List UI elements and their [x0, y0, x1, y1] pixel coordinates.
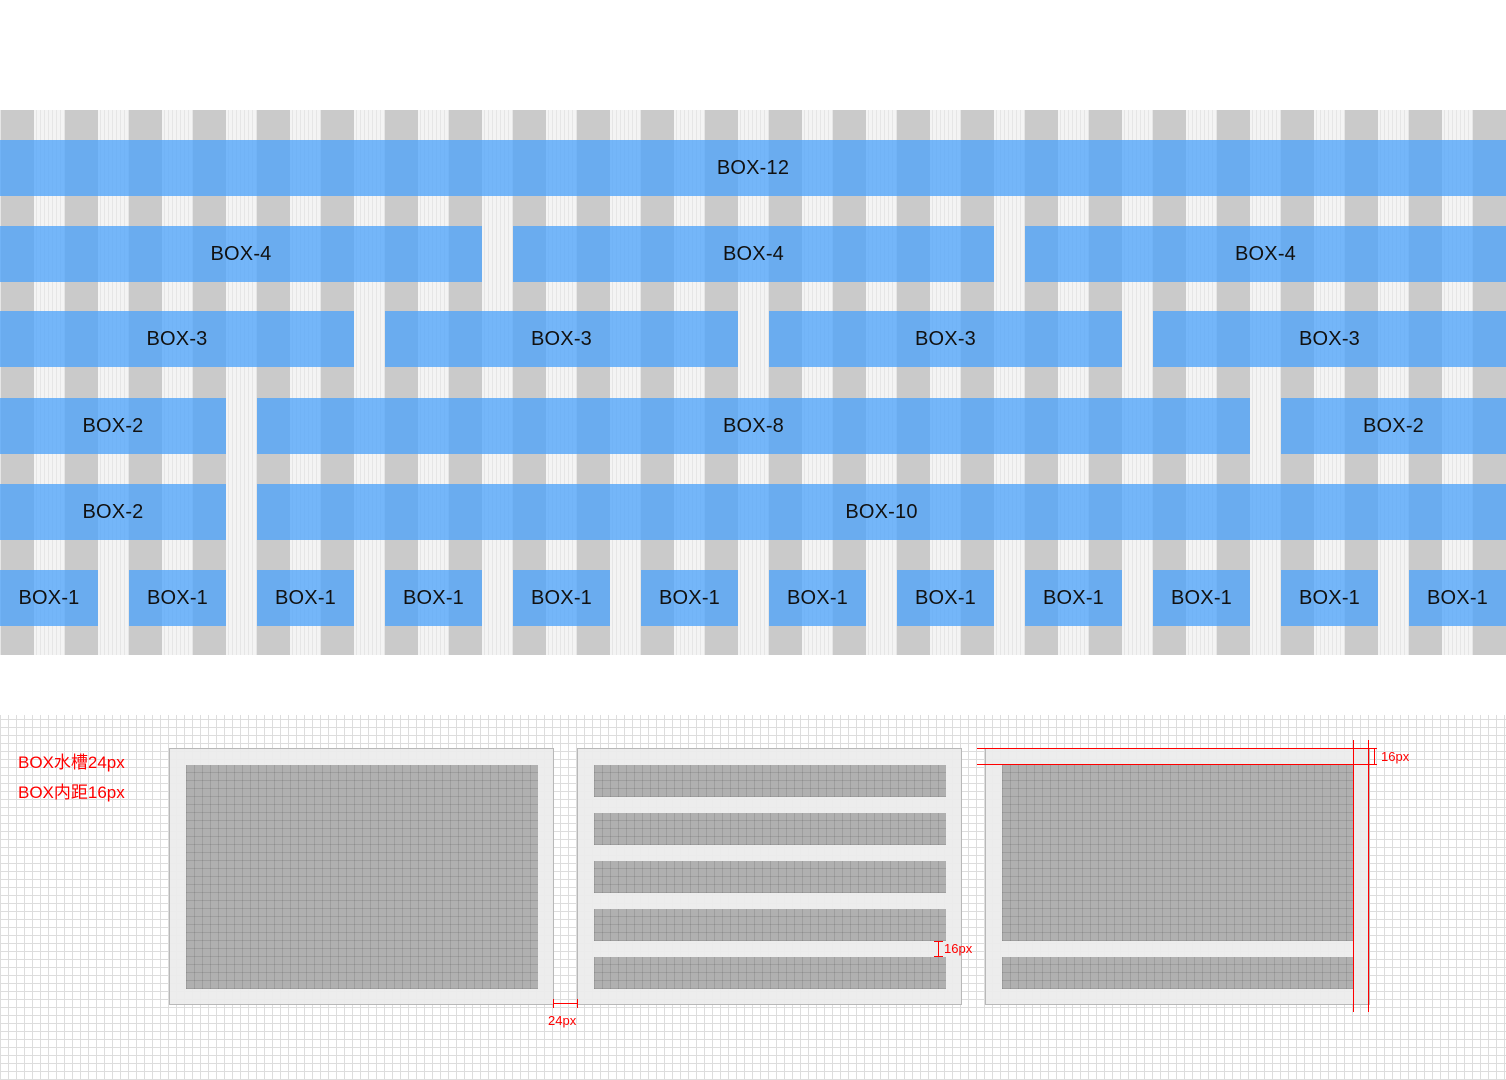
box-1: BOX-1 — [129, 570, 226, 626]
box-4: BOX-4 — [513, 226, 994, 282]
padding-guide-top — [977, 748, 1377, 749]
box-1: BOX-1 — [513, 570, 610, 626]
gutter-label: BOX水槽24px — [18, 753, 125, 772]
gutter-dim-label: 24px — [548, 1013, 577, 1028]
gap-dim-line — [938, 941, 939, 957]
grid-column — [577, 110, 610, 655]
gap-dim-tick — [934, 956, 943, 957]
box-3: BOX-3 — [769, 311, 1122, 367]
grid-column — [1153, 110, 1186, 655]
box-1: BOX-1 — [385, 570, 482, 626]
grid-column — [1217, 110, 1250, 655]
box-3: BOX-3 — [1153, 311, 1506, 367]
example-panel-single — [169, 748, 554, 1005]
grid-column — [449, 110, 482, 655]
padding-dim-label: 16px — [1381, 749, 1410, 764]
box-2: BOX-2 — [1281, 398, 1506, 454]
box-1: BOX-1 — [1409, 570, 1506, 626]
grid-diagram: BOX-12 BOX-4 BOX-4 BOX-4 BOX-3 BOX-3 BOX… — [0, 110, 1506, 655]
grid-column — [321, 110, 354, 655]
content-row — [594, 861, 946, 893]
content-block — [1002, 765, 1354, 941]
box-1: BOX-1 — [1025, 570, 1122, 626]
box-4: BOX-4 — [0, 226, 482, 282]
grid-column — [1281, 110, 1314, 655]
grid-column — [513, 110, 546, 655]
box-2: BOX-2 — [0, 398, 226, 454]
box-1: BOX-1 — [0, 570, 98, 626]
grid-column — [1345, 110, 1378, 655]
box-1: BOX-1 — [897, 570, 994, 626]
box-3: BOX-3 — [385, 311, 738, 367]
grid-column — [897, 110, 930, 655]
example-panel-split — [985, 748, 1370, 1005]
grid-column — [769, 110, 802, 655]
grid-column — [833, 110, 866, 655]
grid-column — [129, 110, 162, 655]
padding-label: BOX内距16px — [18, 783, 125, 802]
box-1: BOX-1 — [641, 570, 738, 626]
content-row — [594, 813, 946, 845]
box-3: BOX-3 — [0, 311, 354, 367]
spacing-spec: BOX水槽24px BOX内距16px 24px 16px 16px — [0, 715, 1506, 1080]
padding-dim-tick — [1374, 748, 1375, 765]
grid-column — [961, 110, 994, 655]
box-12: BOX-12 — [0, 140, 1506, 196]
content-row — [594, 765, 946, 797]
content-block — [1002, 957, 1354, 989]
grid-column — [1089, 110, 1122, 655]
content-row — [594, 909, 946, 941]
box-1: BOX-1 — [257, 570, 354, 626]
padding-guide-vert — [1353, 740, 1354, 1012]
gap-dim-tick — [934, 941, 943, 942]
grid-column — [1473, 110, 1506, 655]
box-1: BOX-1 — [769, 570, 866, 626]
grid-column — [65, 110, 98, 655]
box-1: BOX-1 — [1153, 570, 1250, 626]
padding-guide-inner — [977, 764, 1377, 765]
example-panel-rows — [577, 748, 962, 1005]
box-8: BOX-8 — [257, 398, 1250, 454]
box-1: BOX-1 — [1281, 570, 1378, 626]
grid-column — [385, 110, 418, 655]
box-10: BOX-10 — [257, 484, 1506, 540]
content-block — [186, 765, 538, 989]
box-2: BOX-2 — [0, 484, 226, 540]
grid-column — [705, 110, 738, 655]
grid-column — [641, 110, 674, 655]
box-4: BOX-4 — [1025, 226, 1506, 282]
grid-column — [1, 110, 34, 655]
gutter-dim-tick — [577, 999, 578, 1008]
gutter-dim-tick — [553, 999, 554, 1008]
content-row — [594, 957, 946, 989]
grid-column — [193, 110, 226, 655]
gutter-dim-line — [553, 1003, 578, 1004]
grid-column — [257, 110, 290, 655]
gap-dim-label: 16px — [944, 941, 973, 956]
padding-guide-vert — [1368, 740, 1369, 1012]
grid-column — [1409, 110, 1442, 655]
grid-column — [1025, 110, 1058, 655]
